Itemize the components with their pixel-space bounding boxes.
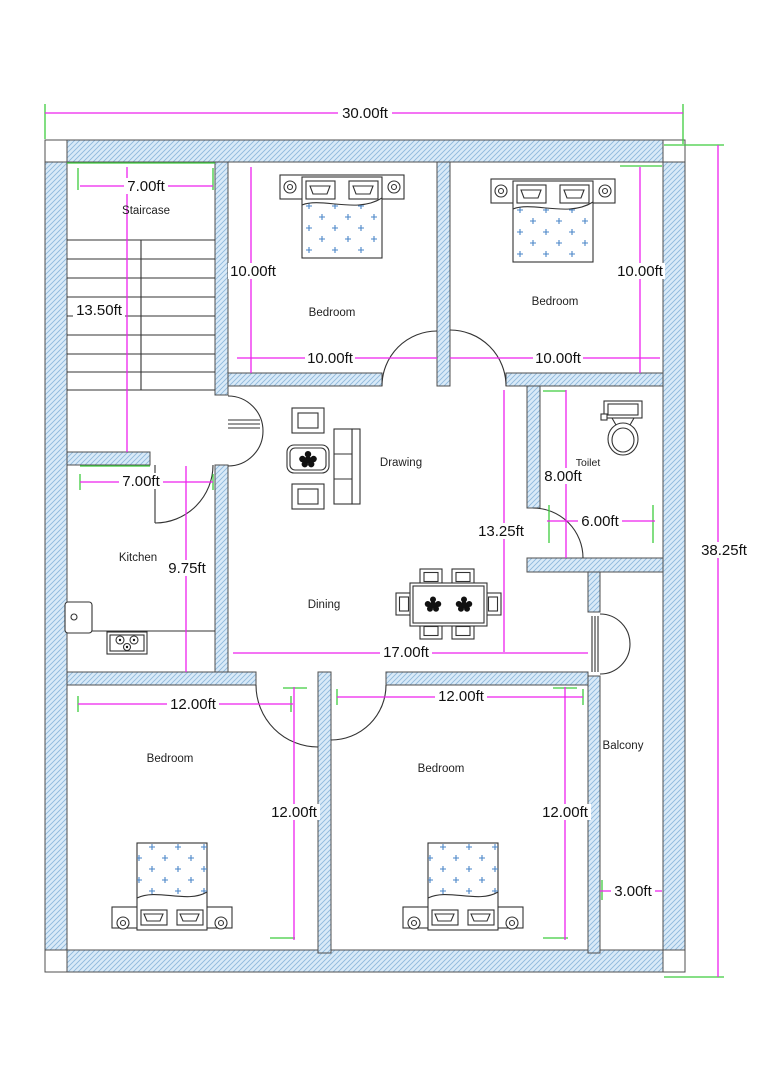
wall-exterior-left: [44, 139, 68, 973]
wall-hall-top-right: [505, 372, 664, 387]
wall-corner-post: [662, 949, 686, 973]
main-entrance-door-leaves: [228, 419, 260, 429]
dim-kitchen-height: 9.75ft: [168, 560, 206, 577]
room-label-bedroom-top-right: Bedroom: [532, 296, 579, 308]
wall-balcony-west-upper: [587, 571, 601, 613]
bedroom-top-right-door-arc: [449, 329, 507, 387]
wall-exterior-right: [662, 139, 686, 973]
dim-staircase-width: 7.00ft: [127, 178, 165, 195]
wall-staircase-right: [214, 161, 229, 396]
bed-icon: [490, 178, 616, 263]
dim-bedroom-tl-height: 10.00ft: [230, 263, 277, 280]
room-label-bedroom-top-left: Bedroom: [309, 307, 356, 319]
staircase-treads: [67, 239, 215, 391]
dim-staircase-height: 13.50ft: [76, 302, 123, 319]
dining-table-icon: [395, 568, 502, 640]
room-label-kitchen: Kitchen: [119, 552, 157, 564]
wall-kitchen-right: [214, 464, 229, 686]
dim-bedroom-tr-height: 10.00ft: [617, 263, 664, 280]
dim-kitchen-width: 7.00ft: [122, 473, 160, 490]
bed-icon: [402, 842, 524, 931]
room-label-dining: Dining: [308, 599, 341, 611]
room-label-bedroom-bottom-left: Bedroom: [147, 753, 194, 765]
room-labels: Staircase Bedroom Bedroom Drawing Dining…: [119, 205, 644, 775]
toilet-door-arc: [532, 507, 584, 559]
kitchen-fixtures: [64, 601, 215, 655]
kitchen-door-arc: [154, 464, 214, 524]
wall-row3-top-right: [385, 671, 589, 686]
dim-bedroom-bl-width: 12.00ft: [170, 696, 217, 713]
dim-overall-height: 38.25ft: [701, 542, 748, 559]
bed-icon: [279, 174, 405, 259]
dim-balcony-width: 3.00ft: [614, 883, 652, 900]
bedroom-bottom-right-door-arc: [330, 684, 387, 741]
furniture: [64, 174, 643, 931]
wall-corner-post: [44, 139, 68, 163]
wall-corner-post: [662, 139, 686, 163]
room-label-toilet: Toilet: [576, 457, 601, 469]
room-label-staircase: Staircase: [122, 205, 170, 217]
balcony-door-leaves: [591, 616, 599, 672]
wall-top-bedroom-divider: [436, 161, 451, 387]
dim-bedroom-tl-width: 10.00ft: [307, 350, 354, 367]
sink-icon: [64, 601, 93, 634]
dim-toilet-height: 8.00ft: [544, 468, 582, 485]
wall-toilet-left: [526, 385, 541, 509]
wall-kitchen-top: [66, 451, 151, 466]
stove-icon: [106, 631, 148, 655]
dim-toilet-width: 6.00ft: [581, 513, 619, 530]
bedroom-top-left-door-arc: [381, 330, 438, 387]
doors: [154, 329, 631, 748]
dim-bedroom-bl-height: 12.00ft: [271, 804, 318, 821]
dim-hall-height: 13.25ft: [478, 523, 525, 540]
bed-icon: [111, 842, 233, 931]
room-label-drawing: Drawing: [380, 457, 422, 469]
wall-toilet-bottom: [526, 557, 664, 573]
walls: [44, 139, 686, 973]
bedroom-bottom-left-door-arc: [255, 684, 319, 748]
wall-hall-top-left: [227, 372, 383, 387]
wall-row3-top-left: [66, 671, 257, 686]
wall-corner-post: [44, 949, 68, 973]
wall-exterior-top: [44, 139, 686, 163]
sofa-set-icon: [286, 407, 361, 510]
dim-overall-width: 30.00ft: [342, 105, 389, 122]
dim-bedroom-br-width: 12.00ft: [438, 688, 485, 705]
dim-bedroom-tr-width: 10.00ft: [535, 350, 582, 367]
main-entrance-door-arcs: [227, 395, 264, 467]
dim-hall-width: 17.00ft: [383, 644, 430, 661]
room-label-balcony: Balcony: [603, 740, 644, 752]
toilet-icon: [600, 400, 643, 456]
balcony-door-arcs: [599, 613, 631, 675]
dimension-labels: 30.00ft 38.25ft 7.00ft 13.50ft 10.00ft 1…: [73, 105, 751, 900]
dim-bedroom-br-height: 12.00ft: [542, 804, 589, 821]
room-label-bedroom-bottom-right: Bedroom: [418, 763, 465, 775]
